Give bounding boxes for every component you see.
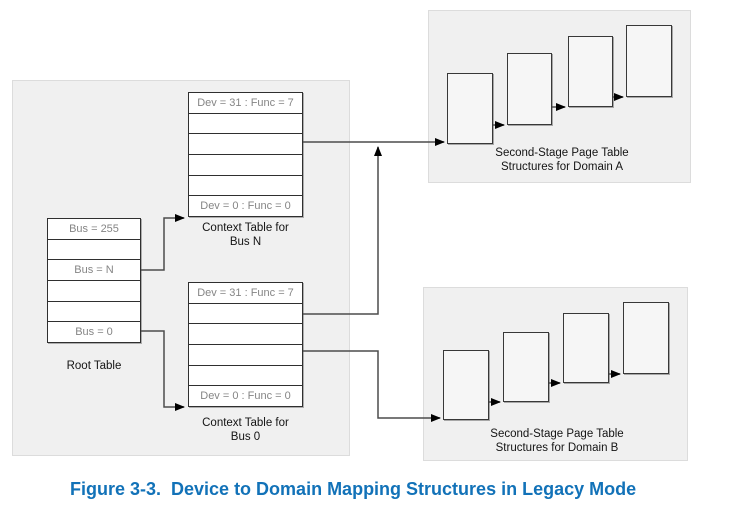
context-table-cell [189,366,302,387]
context-table-cell [189,345,302,366]
page-table-box [623,302,669,374]
context-table-cell [189,114,302,135]
page-table-box [507,53,552,125]
context-table-bus-0-label-line2: Bus 0 [230,431,261,443]
context-table-cell [189,304,302,325]
root-table-cell [48,281,140,302]
domain-a-label-line1: Second-Stage Page Table [495,147,629,159]
context-table-cell [189,155,302,176]
page-table-box [443,350,489,420]
domain-a-label: Second-Stage Page Table Structures for D… [432,146,692,174]
root-table: Bus = 255 Bus = N Bus = 0 [47,218,141,343]
root-table-cell: Bus = 255 [48,219,140,240]
page-table-box [447,73,493,144]
context-table-cell [189,324,302,346]
page-table-box [568,36,613,107]
context-table-bus-0-label-line1: Context Table for [202,417,289,429]
root-table-cell [48,302,140,323]
context-table-cell: Dev = 0 : Func = 0 [200,200,291,213]
context-table-bus-0: Dev = 31 : Func = 7 Dev = 0 : Func = 0 [188,282,303,407]
domain-b-label-line1: Second-Stage Page Table [490,428,624,440]
context-table-bus-0-label: Context Table for Bus 0 [188,416,303,444]
page-table-box [503,332,549,402]
context-table-bus-n: Dev = 31 : Func = 7 Dev = 0 : Func = 0 [188,92,303,217]
context-table-bus-n-label: Context Table for Bus N [188,221,303,249]
context-table-cell [189,176,302,197]
domain-b-label-line2: Structures for Domain B [495,442,619,454]
root-table-cell [48,240,140,261]
root-table-cell: Bus = 0 [75,326,113,339]
context-table-cell: Dev = 31 : Func = 7 [189,93,302,114]
context-table-cell: Dev = 0 : Func = 0 [200,390,291,403]
domain-b-label: Second-Stage Page Table Structures for D… [427,427,687,455]
root-table-cell: Bus = N [48,260,140,282]
context-table-bus-n-label-line1: Context Table for [202,222,289,234]
context-table-bus-n-label-line2: Bus N [229,236,262,248]
page-table-box [563,313,609,383]
page-table-box [626,25,672,97]
context-table-cell [189,134,302,156]
figure-caption: Figure 3-3. Device to Domain Mapping Str… [70,479,637,499]
domain-a-label-line2: Structures for Domain A [500,161,624,173]
root-table-label: Root Table [66,360,122,372]
context-table-cell: Dev = 31 : Func = 7 [189,283,302,304]
